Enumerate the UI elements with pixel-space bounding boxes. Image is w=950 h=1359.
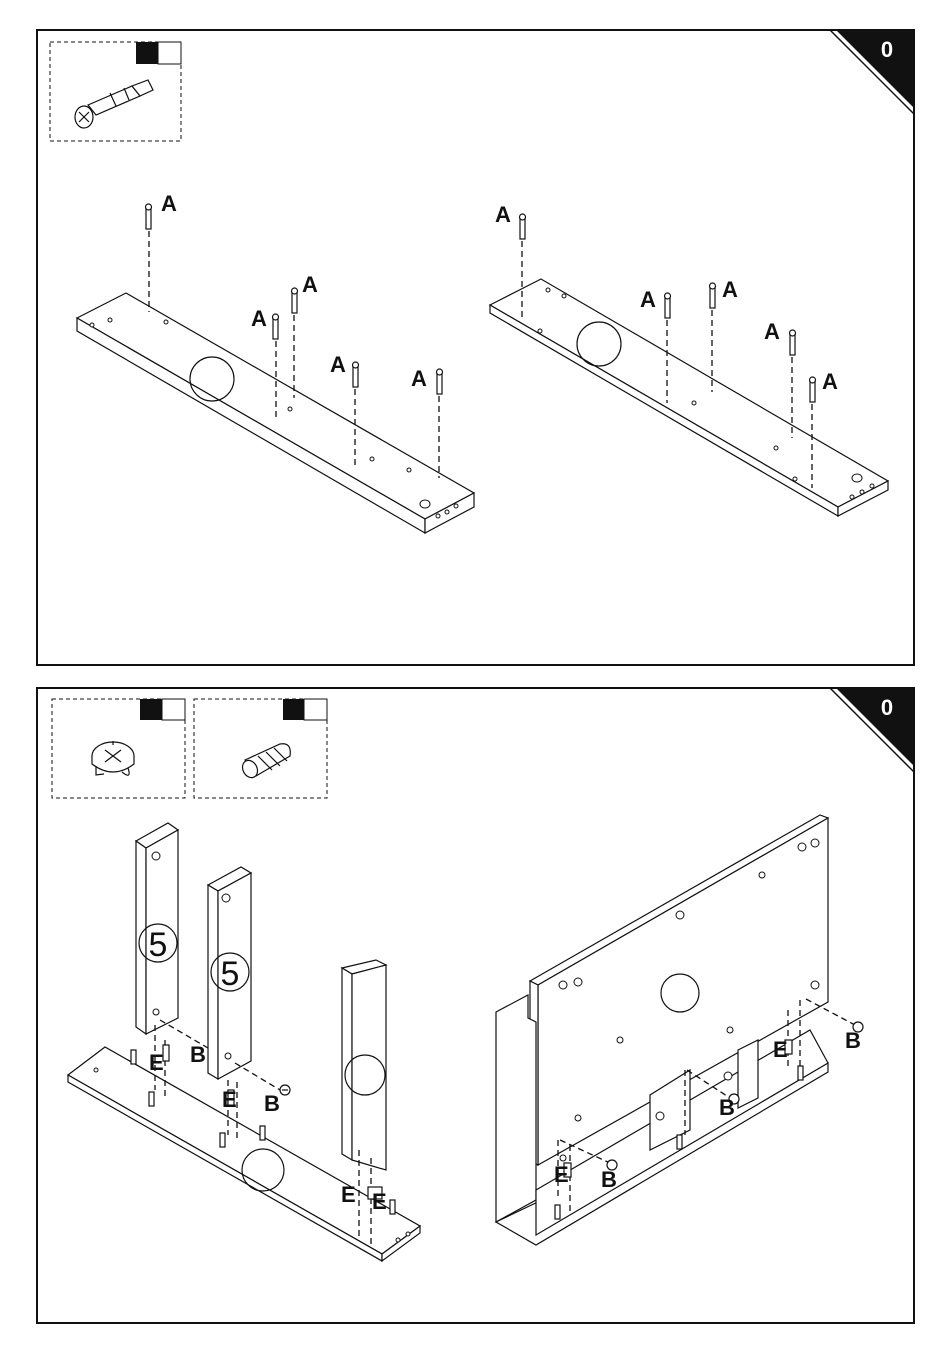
wooden-dowel-icon xyxy=(131,1050,136,1064)
part-label-E: E xyxy=(341,1182,356,1207)
dowel-pin-icon xyxy=(437,369,443,394)
wooden-dowel-icon xyxy=(390,1200,395,1214)
dowel-pin-icon xyxy=(273,314,279,339)
part-label-E: E xyxy=(773,1037,788,1062)
wooden-dowel-icon xyxy=(260,1126,265,1140)
dowel-pin-icon xyxy=(520,214,526,239)
wooden-dowel-icon xyxy=(677,1135,682,1149)
part-label-A: A xyxy=(822,369,838,394)
part-label-E: E xyxy=(554,1162,569,1187)
dowel-pin-icon xyxy=(810,377,816,402)
part-label-A: A xyxy=(764,319,780,344)
part-label-A: A xyxy=(495,202,511,227)
part-label-E: E xyxy=(149,1050,164,1075)
part-label-B: B xyxy=(601,1167,617,1192)
side-panel-5-left: 5 xyxy=(136,823,178,1034)
wooden-dowel-icon xyxy=(220,1133,225,1147)
step-panel-bottom: 0 xyxy=(37,688,914,1323)
dowel-pin-icon xyxy=(790,330,796,355)
part-label-A: A xyxy=(161,191,177,216)
step-number: 0 xyxy=(881,695,893,720)
part-label-B: B xyxy=(845,1028,861,1053)
part-label-A: A xyxy=(330,352,346,377)
divider-panel xyxy=(342,960,386,1170)
part-label-A: A xyxy=(411,366,427,391)
part-label-B: B xyxy=(719,1095,735,1120)
dowel-pin-icon xyxy=(353,362,359,387)
part-label-A: A xyxy=(251,306,267,331)
cam-lock-icon xyxy=(280,1085,290,1095)
side-panel-5-right: 5 xyxy=(208,867,251,1079)
dowel-pin-icon xyxy=(665,293,671,318)
dowel-pin-icon xyxy=(710,283,716,308)
part-label-E: E xyxy=(222,1087,237,1112)
dowel-pin-icon xyxy=(292,288,298,313)
part-number: 5 xyxy=(221,955,240,993)
wooden-dowel-icon xyxy=(149,1092,154,1106)
wooden-dowel-icon xyxy=(798,1066,803,1080)
part-label-A: A xyxy=(640,287,656,312)
step-number: 0 xyxy=(881,37,893,62)
part-label-A: A xyxy=(722,277,738,302)
part-label-B: B xyxy=(264,1091,280,1116)
part-label-A: A xyxy=(302,272,318,297)
wooden-dowel-icon xyxy=(555,1205,560,1219)
part-number: 5 xyxy=(149,926,168,964)
dowel-pin-icon xyxy=(146,204,152,229)
step-panel-top: 0 xyxy=(37,30,914,665)
part-label-B: B xyxy=(190,1042,206,1067)
cam-lock-icon xyxy=(163,1045,169,1061)
part-label-E: E xyxy=(372,1189,387,1214)
